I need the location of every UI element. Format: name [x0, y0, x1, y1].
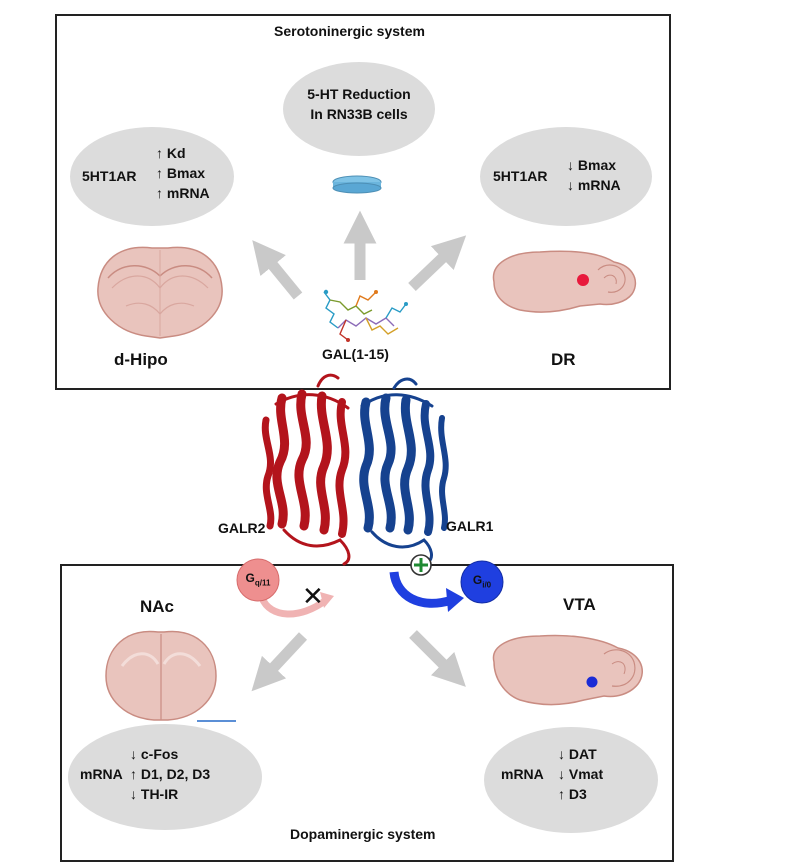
dr-line-bmax: ↓ Bmax	[567, 157, 617, 173]
nac-label: NAc	[140, 597, 175, 616]
gq-signaling-arrow	[258, 592, 334, 618]
arrow-to-vta	[409, 630, 466, 687]
vta-lines: ↓ DAT ↓ Vmat ↑ D3	[558, 744, 603, 804]
gal-ligand-molecule-icon	[323, 289, 408, 342]
rn33b-line1: 5-HT Reduction	[307, 86, 411, 102]
petri-dish-icon	[332, 175, 382, 194]
vta-line-dat: ↓ DAT	[558, 746, 597, 762]
dr-lines: ↓ Bmax ↓ mRNA	[567, 155, 621, 195]
d-hipo-ellipse	[70, 127, 234, 226]
positive-interaction-icon	[410, 554, 432, 576]
galr1-receptor-structure	[359, 377, 449, 564]
gq11-protein-icon	[236, 558, 280, 602]
rn33b-text: 5-HT Reduction In RN33B cells	[283, 84, 435, 124]
gq11-label-g: G	[245, 571, 255, 585]
vta-mrna-prefix: mRNA	[501, 766, 544, 782]
sagittal-brain-dr-icon	[492, 250, 637, 313]
gi-signaling-arrow	[389, 571, 464, 612]
coronal-brain-hippocampus-icon	[97, 246, 223, 339]
blocked-signal-icon: ✕	[302, 581, 324, 611]
nac-line-thir: ↓ TH-IR	[130, 786, 179, 802]
vta-ellipse	[484, 727, 658, 833]
nac-lines: ↓ c-Fos ↑ D1, D2, D3 ↓ TH-IR	[130, 744, 210, 804]
arrow-to-dr	[408, 235, 467, 291]
d-hipo-receptor: 5HT1AR	[82, 168, 137, 184]
vta-line-vmat: ↓ Vmat	[558, 766, 604, 782]
galr2-label: GALR2	[218, 520, 266, 536]
dr-line-mrna: ↓ mRNA	[567, 177, 621, 193]
arrow-to-nac	[251, 632, 308, 692]
arrow-to-d-hipo	[252, 240, 303, 300]
gi0-label: Gi/0	[464, 573, 500, 589]
gi0-protein-icon	[460, 560, 504, 604]
serotoninergic-title: Serotoninergic system	[274, 23, 425, 39]
d-hipo-line-mrna: ↑ mRNA	[156, 185, 210, 201]
vta-line-d3: ↑ D3	[558, 786, 587, 802]
gq11-label: Gq/11	[240, 571, 276, 587]
gi0-label-g: G	[472, 573, 483, 587]
nac-ellipse	[68, 724, 262, 830]
d-hipo-lines: ↑ Kd ↑ Bmax ↑ mRNA	[156, 143, 210, 203]
gq11-label-sub: q/11	[254, 578, 271, 588]
dr-label: DR	[551, 350, 576, 369]
dopaminergic-title: Dopaminergic system	[290, 826, 436, 842]
dr-ellipse	[480, 127, 652, 226]
nac-line-cfos: ↓ c-Fos	[130, 746, 179, 762]
rn33b-ellipse	[283, 62, 435, 156]
gi0-label-sub: i/0	[482, 580, 492, 590]
d-hipo-label: d-Hipo	[114, 350, 168, 369]
rn33b-line2: In RN33B cells	[310, 106, 408, 122]
galr2-receptor-structure	[261, 373, 351, 566]
nac-line-d1d2d3: ↑ D1, D2, D3	[130, 766, 211, 782]
galr1-label: GALR1	[446, 518, 494, 534]
nac-mrna-prefix: mRNA	[80, 766, 123, 782]
vta-label: VTA	[563, 595, 596, 614]
sagittal-brain-vta-icon	[492, 634, 643, 706]
ligand-label: GAL(1-15)	[322, 346, 389, 362]
dr-receptor: 5HT1AR	[493, 168, 548, 184]
d-hipo-line-bmax: ↑ Bmax	[156, 165, 206, 181]
d-hipo-line-kd: ↑ Kd	[156, 145, 186, 161]
coronal-brain-nac-icon	[105, 630, 217, 721]
